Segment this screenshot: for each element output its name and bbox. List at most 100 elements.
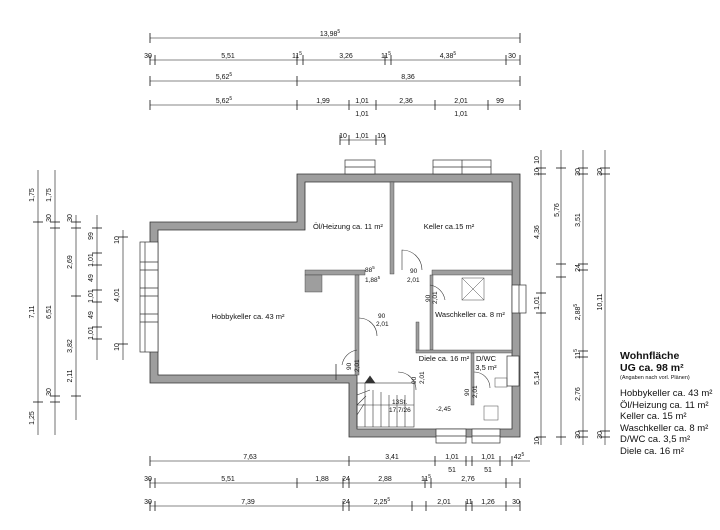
- dim-label: 2,01: [454, 98, 468, 105]
- dim-label: 7,11: [29, 305, 36, 318]
- bottom-dimension-labels: 7,63 3,41 1,01 1,01 425 51 51 30 5,51 1,…: [144, 452, 524, 506]
- room-waschkeller: Waschkeller ca. 8 m²: [435, 310, 505, 319]
- dim-label: 115: [421, 474, 431, 483]
- dim-label: 1,01: [355, 133, 369, 140]
- dim-label: 5,76: [554, 203, 561, 217]
- bottom-dimension-lines: [149, 456, 530, 511]
- top-dimension-lines: [149, 33, 521, 145]
- dim-label: 2,88: [378, 476, 392, 483]
- building-walls: [149, 173, 521, 438]
- stairs: [356, 375, 415, 428]
- dim-label: 3,26: [339, 53, 353, 60]
- door-label: 90: [378, 313, 386, 320]
- stair-count: 13St.: [392, 399, 407, 406]
- dim-label: 2,885: [573, 304, 582, 321]
- dim-label: 1,75: [29, 188, 36, 202]
- dim-label: 24: [342, 476, 350, 483]
- dim-label: 10: [114, 343, 121, 351]
- dim-label: 3,41: [385, 454, 399, 461]
- dim-label: 30: [597, 168, 604, 176]
- dim-label: 8,36: [401, 74, 415, 81]
- door-swings: [335, 249, 491, 391]
- dim-label: 5,625: [216, 72, 233, 81]
- legend-item: Diele ca. 16 m²: [620, 445, 684, 457]
- dim-label: 4,385: [440, 51, 457, 60]
- dim-label: 5,51: [221, 53, 235, 60]
- dim-label: 1,01: [481, 454, 495, 461]
- dim-label: 99: [88, 232, 95, 240]
- room-dwc: D/WC: [476, 354, 497, 363]
- dim-label: 30: [46, 214, 53, 222]
- room-hobbykeller: Hobbykeller ca. 43 m²: [212, 312, 285, 321]
- dim-label: 1,26: [481, 499, 495, 506]
- wc-fixtures: [483, 377, 508, 421]
- dim-label: 1,01: [445, 454, 459, 461]
- legend-note: (Angaben nach vorl. Plänen): [620, 375, 690, 381]
- door-label: 2,01: [419, 371, 426, 384]
- top-dimension-labels: 13,985 30 5,51 115 3,26 115 4,385 30 5,6…: [144, 29, 516, 140]
- area-legend: Wohnfläche UG ca. 98 m² (Angaben nach vo…: [620, 350, 718, 457]
- dim-label: 7,39: [241, 499, 255, 506]
- dim-label: 24: [575, 264, 582, 272]
- door-label: 2,01: [376, 321, 389, 328]
- stair-level: -2,45: [436, 406, 451, 413]
- dim-label: 30: [597, 431, 604, 439]
- dim-label: 1,01: [355, 111, 369, 118]
- room-oel-heizung: Öl/Heizung ca. 11 m²: [313, 222, 383, 231]
- shower: [461, 277, 485, 301]
- left-dimension-lines: [33, 170, 128, 435]
- dim-label: 5,14: [534, 371, 541, 385]
- door-label: 90: [411, 376, 418, 384]
- dim-label: 24: [342, 499, 350, 506]
- room-diele: Diele ca. 16 m²: [419, 354, 470, 363]
- dim-label: 30: [508, 53, 516, 60]
- dim-label: 30: [144, 53, 152, 60]
- dim-label: 10: [114, 236, 121, 244]
- dim-label: 2,01: [437, 499, 451, 506]
- dim-label: 2,69: [67, 255, 74, 269]
- dim-label: 4,01: [114, 288, 121, 302]
- legend-item: Waschkeller ca. 8 m²: [620, 422, 709, 434]
- legend-item: Öl/Heizung ca. 11 m²: [620, 399, 709, 411]
- dim-label: 5,51: [221, 476, 235, 483]
- legend-title: Wohnfläche: [620, 350, 680, 362]
- dim-label: 10: [534, 168, 541, 176]
- dim-label: 1,01: [88, 289, 95, 303]
- legend-item: Hobbykeller ca. 43 m²: [620, 388, 713, 399]
- dim-label: 10: [534, 156, 541, 164]
- dim-label: 2,76: [461, 476, 475, 483]
- dim-label: 3,51: [575, 213, 582, 227]
- right-dimension-lines: [536, 150, 610, 445]
- door-label: 1,885: [365, 275, 381, 284]
- dim-label: 7,63: [243, 454, 257, 461]
- dim-label: 1,01: [534, 296, 541, 310]
- dim-label: 2,76: [575, 387, 582, 401]
- dim-label: 115: [573, 349, 582, 359]
- room-dwc-area: 3,5 m²: [475, 363, 497, 372]
- door-label: 2,01: [472, 385, 479, 398]
- stair-size: 17,7/26: [389, 407, 411, 414]
- dim-label: 5,625: [216, 96, 233, 105]
- dim-label: 1,88: [315, 476, 329, 483]
- dim-label: 30: [67, 214, 74, 222]
- left-dimension-labels: 1,75 7,11 1,25 1,75 30 6,51 30 30 2,69 3…: [29, 188, 121, 425]
- legend-subtitle: UG ca. 98 m²: [620, 362, 684, 374]
- dim-label: 1,01: [88, 253, 95, 267]
- dim-label: 6,51: [46, 305, 53, 319]
- door-labels: 885 1,885 90 2,01 90 2,01 90 2,01 90 2,0…: [346, 265, 479, 398]
- windows: [139, 159, 527, 444]
- door-label: 2,01: [354, 359, 361, 372]
- stair-labels: 13St. 17,7/26 -2,45: [389, 399, 451, 414]
- dim-label: 30: [144, 499, 152, 506]
- door-label: 885: [365, 265, 375, 274]
- legend-item: D/WC ca. 3,5 m²: [620, 434, 691, 445]
- dim-label: 2,36: [399, 98, 413, 105]
- dim-label: 10,11: [597, 293, 604, 310]
- dim-label: 49: [88, 274, 95, 282]
- dim-label: 49: [88, 311, 95, 319]
- dim-label: 30: [46, 388, 53, 396]
- dim-label: 1,99: [316, 98, 330, 105]
- dim-label: 1,01: [454, 111, 468, 118]
- dim-label: 1,01: [88, 326, 95, 340]
- room-keller: Keller ca.15 m²: [424, 222, 475, 231]
